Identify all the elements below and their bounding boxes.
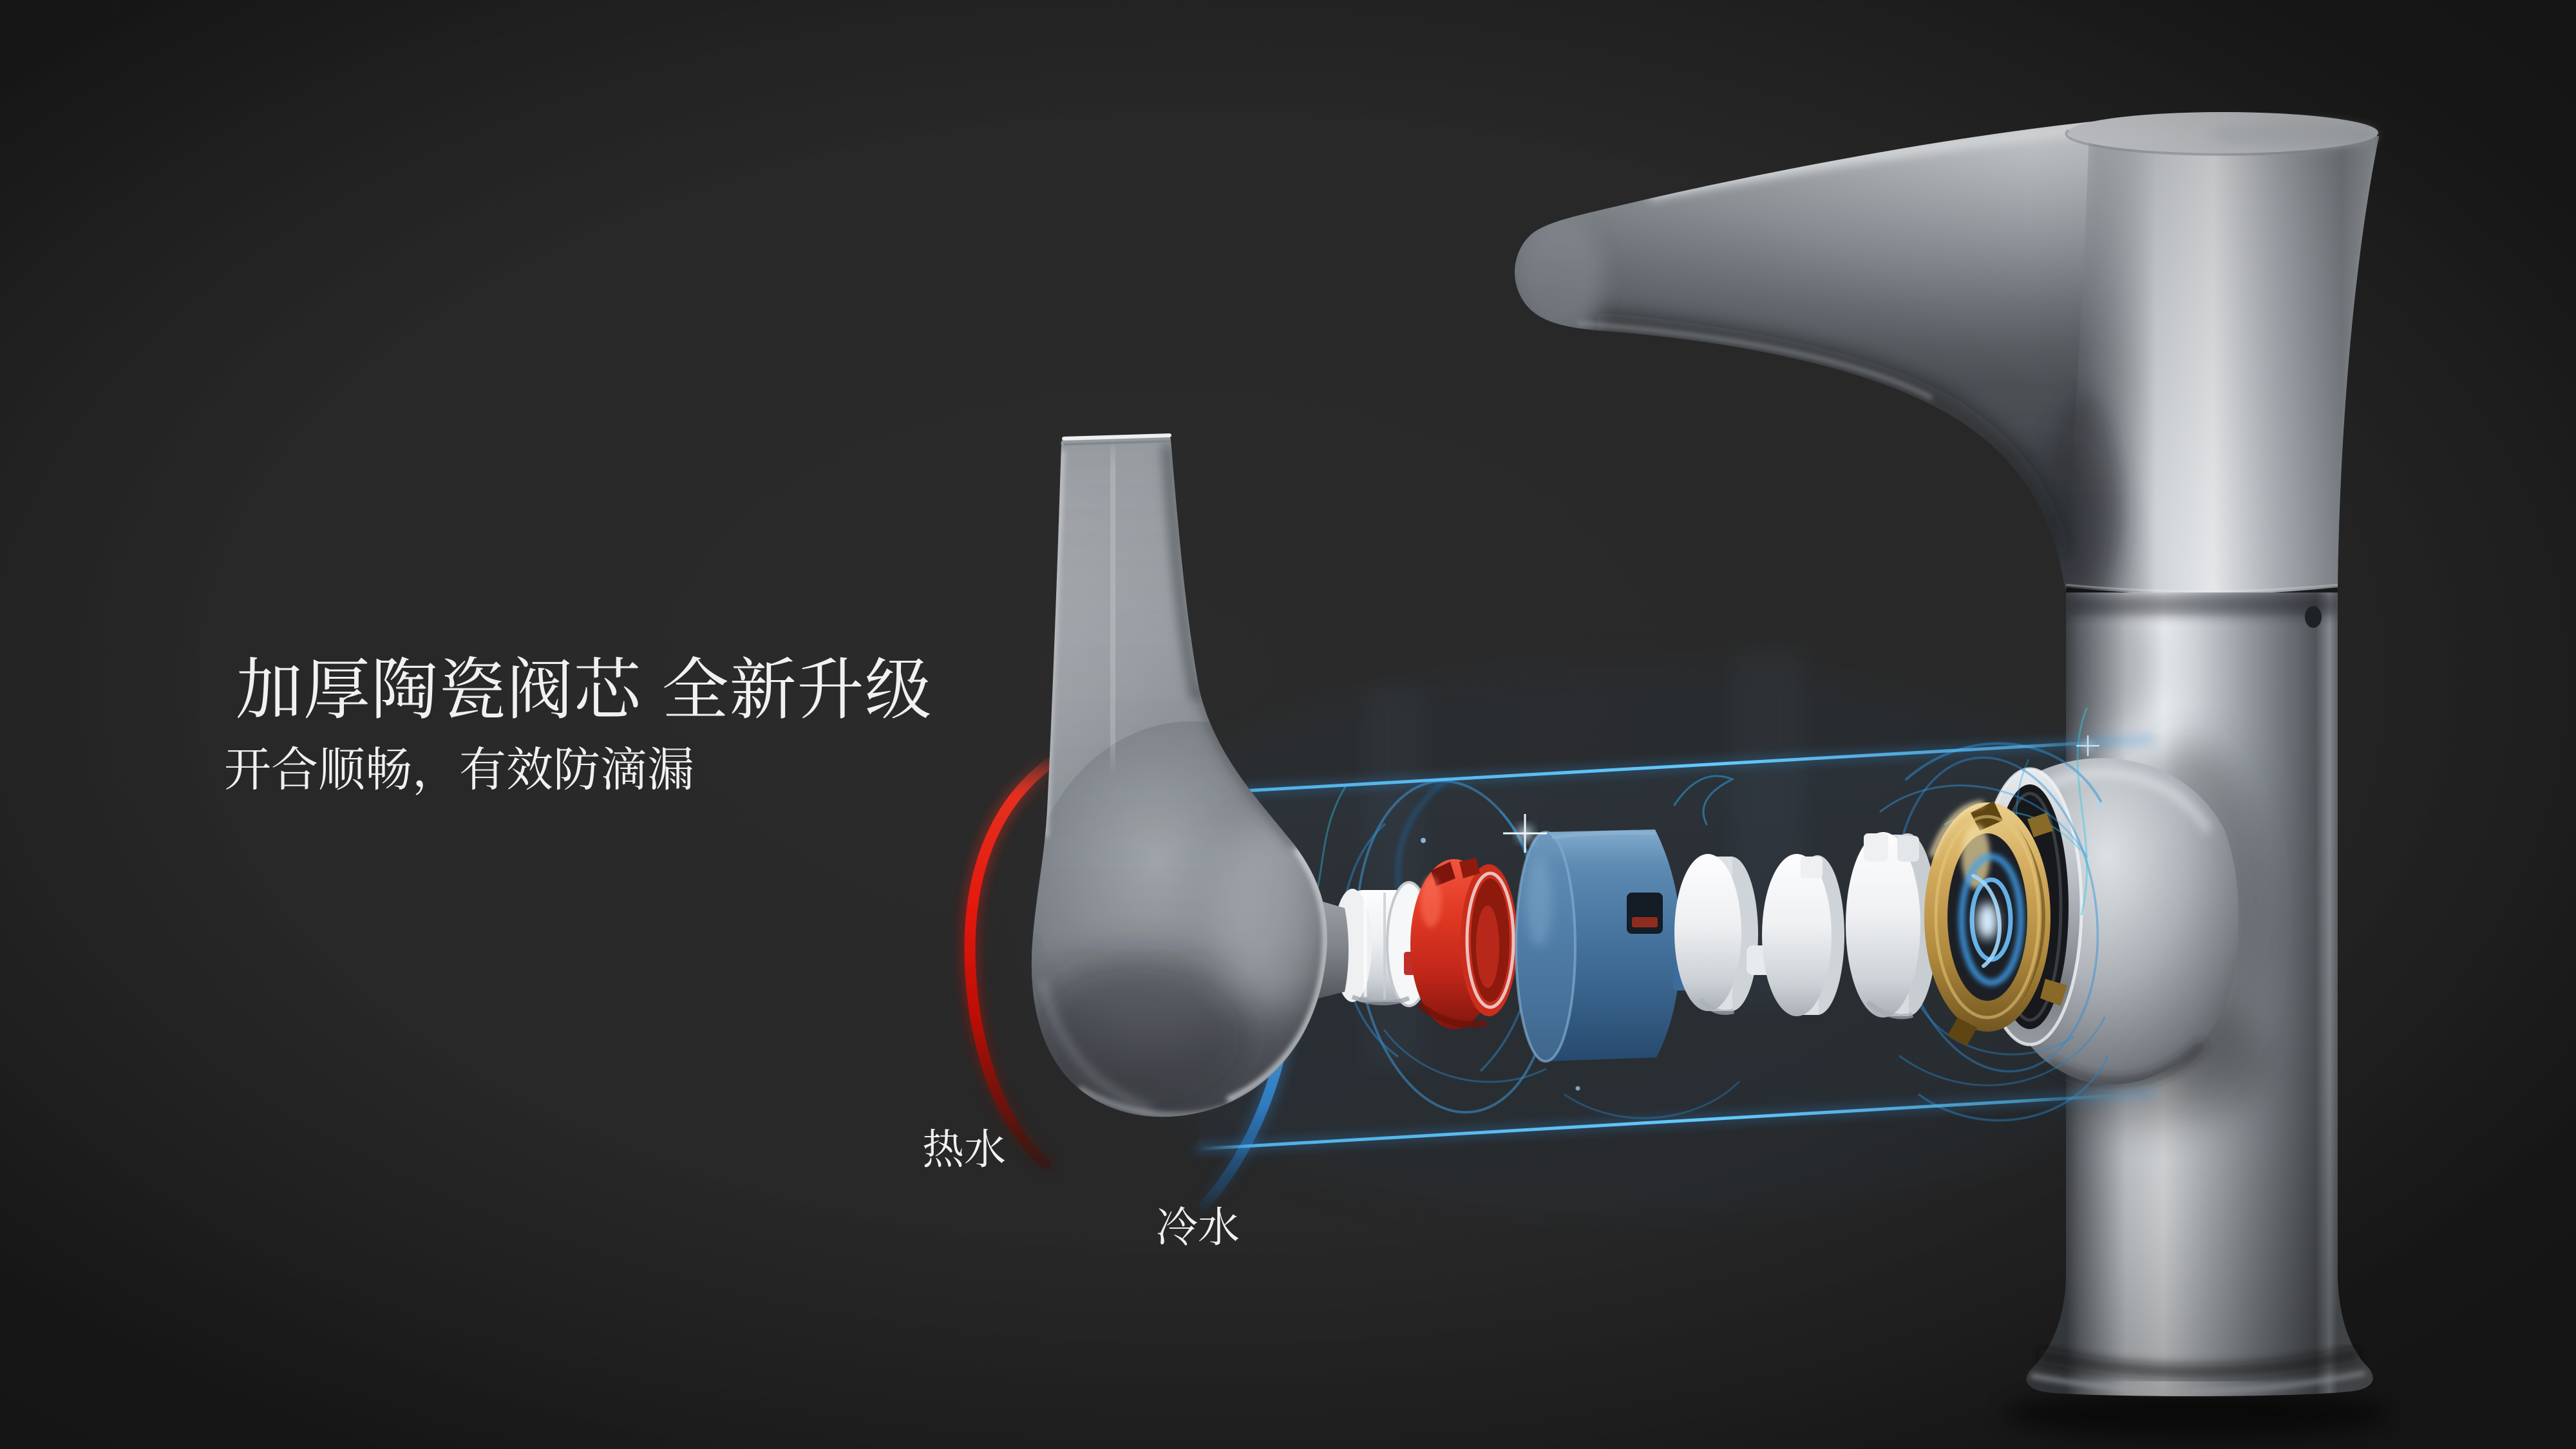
hot-water-label: 热水 (922, 1115, 1007, 1176)
headline-subtitle: 开合顺畅，有效防滴漏 (224, 732, 694, 799)
headline-title: 加厚陶瓷阀芯 全新升级 (236, 636, 933, 732)
cold-water-label: 冷水 (1156, 1193, 1240, 1254)
